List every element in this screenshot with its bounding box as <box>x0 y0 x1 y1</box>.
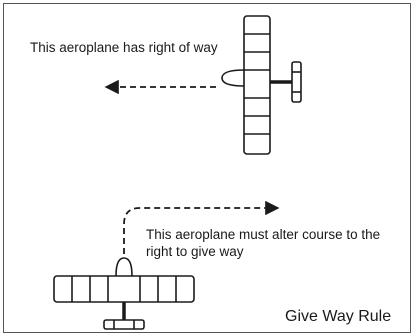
caption-alter-course-line2: right to give way <box>146 244 244 259</box>
aeroplane-give-way-icon <box>53 257 195 330</box>
caption-alter-course-line1: This aeroplane must alter course to the <box>146 227 381 242</box>
arrow-alter-course-icon <box>123 200 280 254</box>
aeroplane-right-of-way-icon <box>221 15 302 155</box>
caption-right-of-way: This aeroplane has right of way <box>30 40 218 55</box>
diagram-title: Give Way Rule <box>285 308 392 325</box>
